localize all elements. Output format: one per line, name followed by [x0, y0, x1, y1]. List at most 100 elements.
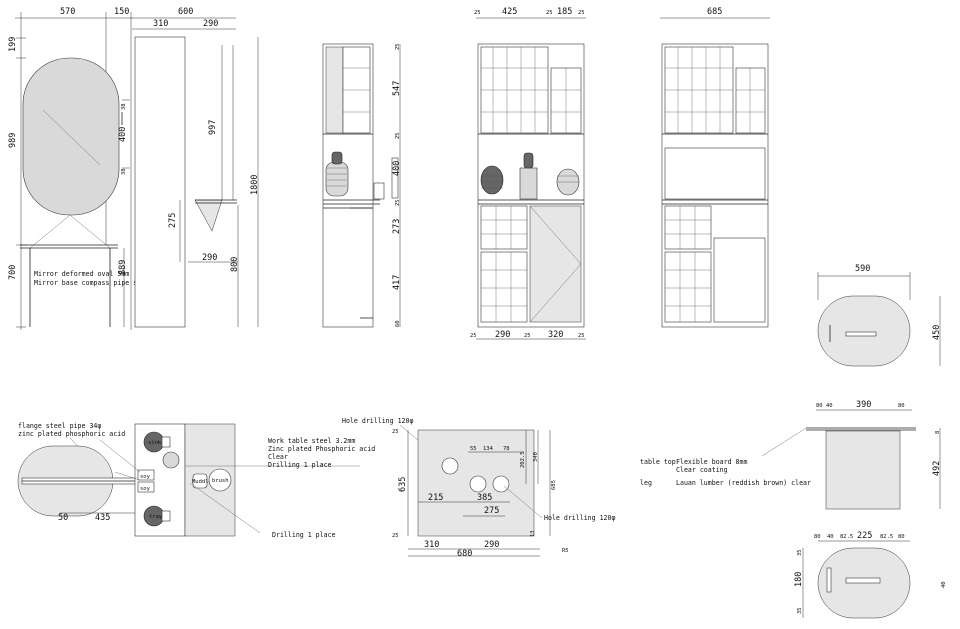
dim-38b: 38 [121, 168, 127, 175]
dim-78: 78 [503, 446, 510, 452]
note-zinc-plated: zinc plated phosphoric acid [18, 430, 125, 438]
dim-199: 199 [8, 37, 18, 52]
mirror-base-plan: flange steel pipe 34φ zinc plated phosph… [17, 422, 141, 523]
shelf-front-elevation: 25 425 25 185 25 [470, 7, 586, 340]
dim-t40: 40 [827, 534, 834, 540]
rear-grid-lower-top [664, 205, 712, 250]
table-bracket [194, 199, 223, 232]
rear-grid-lower-bottom [664, 251, 712, 323]
dim-273: 273 [392, 219, 402, 234]
label-sink: sink [148, 440, 162, 446]
dim-685-d: 685 [551, 480, 557, 490]
dim-997: 997 [208, 120, 218, 135]
dim-635: 635 [398, 477, 408, 492]
dim-320: 320 [548, 330, 563, 340]
dim-680: 680 [457, 549, 472, 559]
dim-215: 215 [428, 493, 443, 503]
note-flexible-board: Flexible board 8mm [676, 458, 747, 466]
dim-290-d: 290 [484, 540, 499, 550]
note-clear: Clear [268, 453, 288, 461]
muddler-box [192, 473, 208, 489]
cabinet-side [134, 36, 186, 328]
lower-door [529, 205, 582, 323]
dim-t82b: 82.5 [880, 534, 893, 540]
dim-t35b: 35 [797, 607, 803, 614]
dim-385: 385 [477, 493, 492, 503]
dim-t80a: 80 [814, 534, 821, 540]
dim-225: 225 [857, 531, 872, 541]
dim-450: 450 [932, 325, 942, 340]
note-mirror-base: Mirror base compass pipe scissors [34, 279, 165, 287]
vase-neck [331, 151, 343, 165]
dim-185: 185 [557, 7, 572, 17]
note-lauan: Lauan lumber (reddish brown) clear [676, 479, 811, 487]
table-elevation: 80 40 390 80 8 492 table top Flexible bo… [640, 400, 942, 510]
dim-25a: 25 [395, 43, 401, 50]
vase [325, 161, 349, 197]
dim-50: 50 [58, 513, 68, 523]
dim-55: 55 [470, 446, 477, 452]
work-table-plan: sink soy soy tray Muddler brush Work tab… [99, 423, 375, 539]
tray-spout [161, 510, 171, 522]
table-top-oval [817, 295, 911, 367]
note-mirror-oval: Mirror deformed oval 5mm [34, 270, 129, 278]
dim-f25a: 25 [474, 10, 481, 16]
rear-grid-right [735, 67, 766, 134]
label-soy-a: soy [140, 474, 151, 480]
shelf-rear-elevation: 685 [660, 7, 770, 328]
drilling-plan: Hole drilling 120φ 55 134 78 25 202.5 34… [342, 417, 615, 559]
dim-b25a: 25 [470, 333, 477, 339]
vase-front [519, 167, 538, 200]
dim-60: 60 [395, 320, 401, 327]
shelf-side-section: 25 547 25 400 25 273 417 60 [322, 43, 402, 328]
note-hole-drilling-top: Hole drilling 120φ [342, 417, 413, 425]
dim-150: 150 [114, 7, 129, 17]
dim-13: 13 [530, 530, 536, 537]
dim-f25c: 25 [578, 10, 585, 16]
hole-c [492, 475, 510, 493]
dim-310: 310 [153, 19, 168, 29]
dim-t40r: 40 [941, 581, 947, 588]
note-drilling-2: Drilling 1 place [272, 531, 336, 539]
dim-f25b: 25 [546, 10, 553, 16]
vase-front-neck [523, 152, 534, 169]
dim-989: 989 [8, 133, 18, 148]
dim-800: 800 [230, 257, 240, 272]
note-hole-drilling-bottom: Hole drilling 120φ [544, 514, 615, 522]
rear-open-panel [664, 147, 766, 200]
dim-e40: 40 [826, 403, 833, 409]
dim-492: 492 [932, 461, 942, 476]
table-slot-detail [845, 577, 881, 584]
dim-38a: 38 [121, 103, 127, 110]
table-leg-panel [825, 430, 901, 510]
note-drilling-1: Drilling 1 place [268, 461, 332, 469]
dim-275: 275 [168, 213, 178, 228]
dim-202: 202.5 [520, 451, 526, 468]
soy-box-a [137, 469, 155, 481]
oval-mirror [22, 57, 120, 216]
dim-590: 590 [855, 264, 870, 274]
faucet-round [162, 451, 180, 469]
lower-grid-left-bottom [480, 251, 528, 323]
soy-box-b [137, 481, 155, 493]
hole-a [441, 457, 459, 475]
dim-b25c: 25 [578, 333, 585, 339]
mirror-elevation: 570 150 199 989 700 38 400 38 889 Mirror… [8, 7, 165, 330]
dim-435: 435 [95, 513, 110, 523]
dim-600: 600 [178, 7, 193, 17]
dim-340: 340 [533, 452, 539, 462]
dim-390: 390 [856, 400, 871, 410]
diffuser [391, 157, 399, 199]
dim-400: 400 [118, 127, 128, 142]
label-tray: tray [149, 514, 163, 520]
shelf-back-panel [325, 46, 344, 134]
dim-25b: 25 [395, 132, 401, 139]
dim-134: 134 [483, 446, 494, 452]
dim-570: 570 [60, 7, 75, 17]
table-top-plan-detail: 80 40 82.5 225 82.5 80 35 180 35 40 [794, 531, 947, 619]
label-muddler: Muddler [192, 479, 216, 485]
note-zinc-phosphoric: Zinc plated Phosphoric acid [268, 445, 375, 453]
dim-t35a: 35 [797, 549, 803, 556]
dim-685: 685 [707, 7, 722, 17]
